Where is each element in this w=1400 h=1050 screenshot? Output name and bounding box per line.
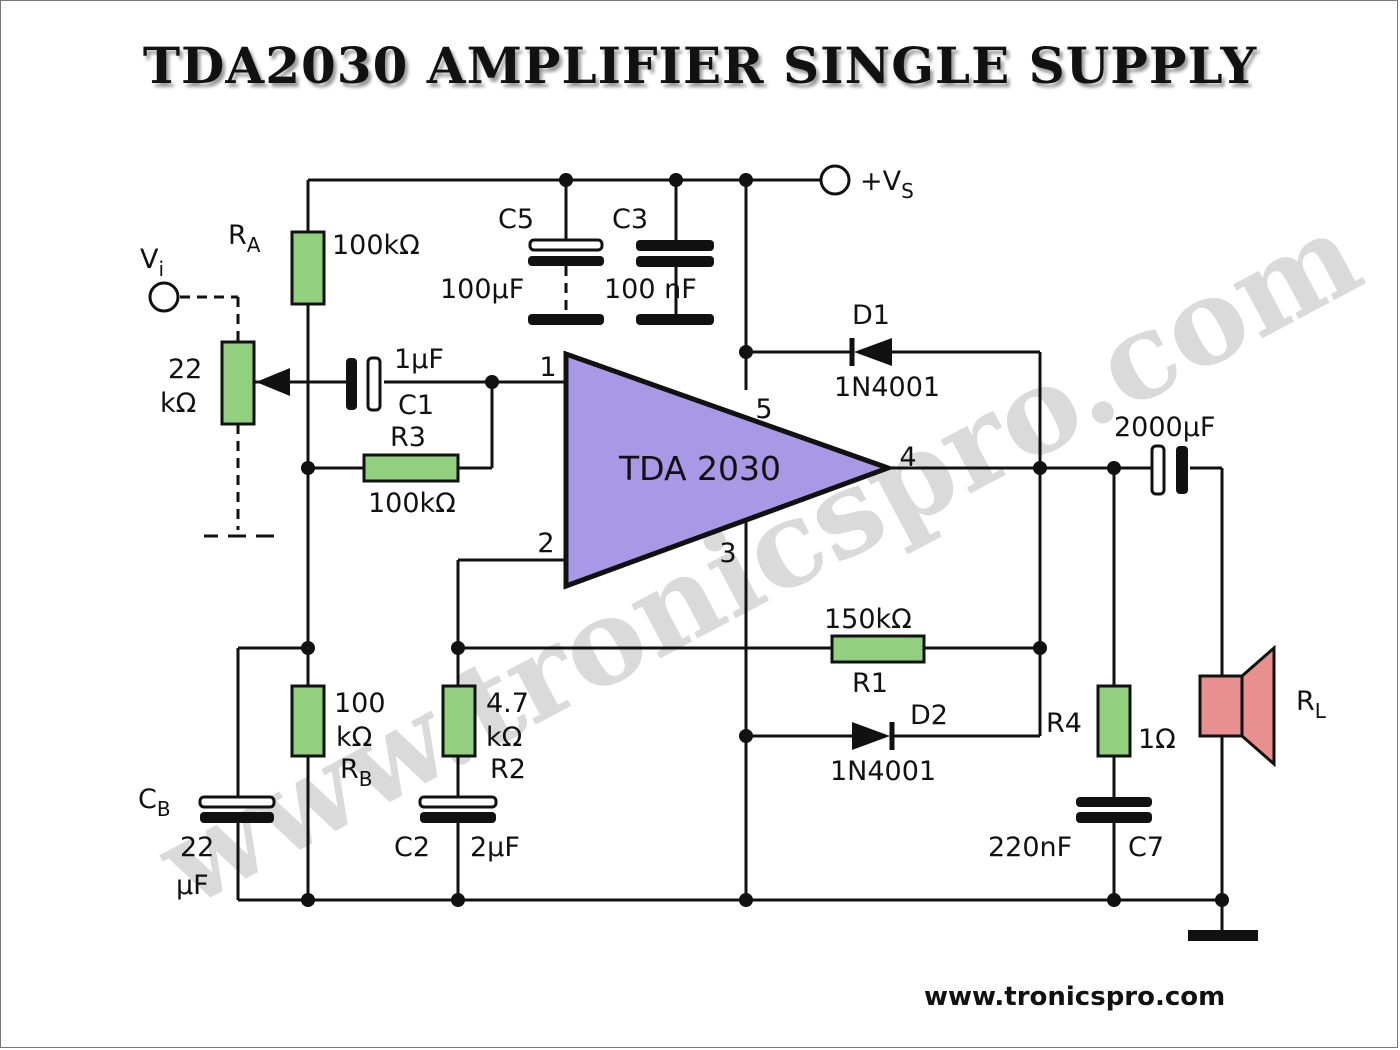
diode-d1 (849, 338, 892, 366)
r2-name: R2 (490, 754, 526, 785)
rb-value-2: kΩ (336, 722, 372, 753)
cb-value-1: 22 (180, 832, 214, 863)
rb-value-1: 100 (334, 688, 386, 719)
pin-3-label: 3 (719, 538, 736, 569)
capacitor-c7 (1076, 797, 1152, 823)
capacitor-c5 (528, 238, 604, 325)
c1-value: 1µF (394, 344, 444, 375)
ic-label: TDA 2030 (618, 449, 781, 488)
r1-name: R1 (852, 668, 888, 699)
d1-value: 1N4001 (834, 372, 940, 403)
resistor-r2 (441, 684, 477, 758)
input-label: Vi (140, 244, 164, 281)
pot-value-2: kΩ (160, 388, 196, 419)
resistor-r4 (1096, 684, 1132, 758)
c7-name: C7 (1128, 832, 1164, 863)
potentiometer (220, 340, 290, 426)
input-terminal (148, 281, 180, 313)
ground-symbol (1188, 930, 1258, 941)
c1-name: C1 (398, 390, 434, 421)
rb-name: RB (340, 754, 373, 791)
supply-terminal (819, 164, 851, 196)
r4-value: 1Ω (1138, 724, 1176, 755)
cb-name: CB (138, 784, 171, 821)
c5-value: 100µF (440, 274, 524, 305)
capacitor-cb (198, 795, 276, 823)
ra-name: RA (228, 220, 261, 257)
resistor-ra (290, 230, 326, 306)
pin-1-label: 1 (539, 352, 556, 383)
cb-value-2: µF (176, 870, 209, 901)
pin-5-label: 5 (755, 394, 772, 425)
rl-name: RL (1296, 686, 1327, 723)
c7-value: 220nF (988, 832, 1072, 863)
output-cap-value: 2000µF (1114, 412, 1215, 443)
r3-name: R3 (390, 422, 426, 453)
c3-name: C3 (612, 204, 648, 235)
r4-name: R4 (1046, 708, 1082, 739)
wiper-arrow-icon (256, 368, 290, 396)
c2-name: C2 (394, 832, 430, 863)
capacitor-c2 (418, 795, 498, 823)
pin-2-label: 2 (537, 528, 554, 559)
c2-value: 2µF (470, 832, 520, 863)
capacitor-c1 (346, 356, 382, 412)
d2-value: 1N4001 (830, 756, 936, 787)
ra-value: 100kΩ (332, 230, 420, 261)
resistor-r1 (830, 634, 926, 664)
c5-name: C5 (498, 204, 534, 235)
junction-dots (301, 173, 1229, 907)
r2-value-1: 4.7 (486, 688, 529, 719)
d2-name: D2 (910, 700, 948, 731)
pot-value-1: 22 (168, 354, 202, 385)
capacitor-c3 (636, 240, 714, 325)
diode-d2 (852, 722, 895, 750)
pin-4-label: 4 (899, 442, 916, 473)
d1-name: D1 (852, 300, 890, 331)
resistor-rb (290, 684, 326, 758)
ic-chip: TDA 2030 1 2 3 4 5 (537, 350, 917, 590)
page-title: TDA2030 AMPLIFIER SINGLE SUPPLY (142, 36, 1258, 95)
supply-label: +VS (860, 166, 914, 203)
wires (180, 178, 1224, 930)
speaker-icon (1198, 644, 1276, 768)
r1-value: 150kΩ (824, 604, 912, 635)
resistor-r3 (362, 453, 460, 483)
c3-value: 100 nF (604, 274, 697, 305)
footer-url: www.tronicspro.com (924, 982, 1226, 1012)
r3-value: 100kΩ (368, 488, 456, 519)
capacitor-output (1150, 444, 1188, 496)
r2-value-2: kΩ (486, 722, 522, 753)
